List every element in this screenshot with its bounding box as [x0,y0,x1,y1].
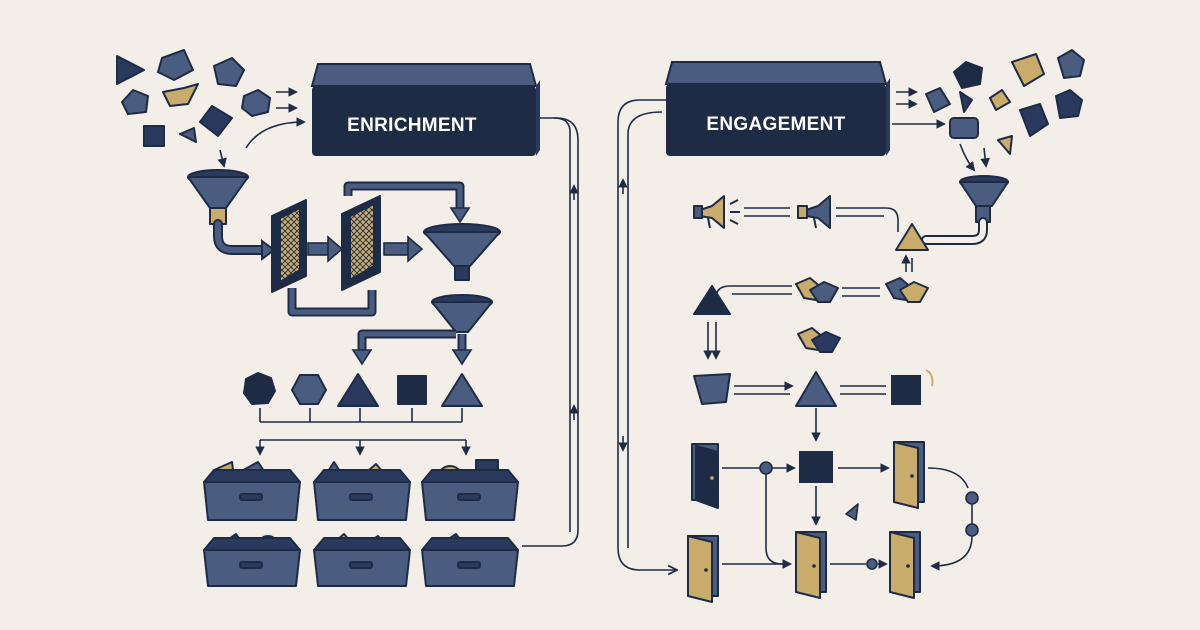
handshake-icon [795,277,839,303]
filter-screen-icon [341,195,381,291]
flow-arrow [383,235,424,263]
triangle-shape-icon [441,373,483,407]
triangle-shape-icon [845,503,859,521]
connector-node [965,523,979,537]
shape-fragment-icon [1057,49,1085,79]
shape-fragment-icon [121,89,149,115]
storage-bin-icon [421,533,519,587]
shape-fragment-icon [179,127,197,143]
funnel-icon [423,223,501,281]
funnel-icon [431,294,493,333]
door-icon [795,531,827,599]
shape-fragment-icon [997,135,1013,155]
enrichment-label: ENRICHMENT [347,115,477,136]
shape-fragment-icon [959,91,973,113]
storage-bin-icon [313,461,411,521]
shape-fragment-icon [143,125,165,147]
door-icon [889,531,921,599]
square-shape-icon [891,375,921,405]
door-icon [687,535,719,603]
flow-lines [744,207,899,232]
shape-fragment-icon [199,105,233,137]
door-icon [691,443,719,509]
shape-fragment-icon [162,83,199,107]
storage-bins [203,459,519,587]
flow-lines [703,322,721,360]
storage-bin-icon [313,533,411,587]
shape-fragment-icon [989,89,1011,111]
flow-arrow [307,235,344,263]
shape-fragment-icon [949,117,979,139]
triangle-shape-icon [795,371,837,407]
input-arrows-left [217,87,306,168]
handshake-icon [797,327,841,353]
shape-fragment-icon [1019,103,1049,137]
engagement-label: ENGAGEMENT [706,114,845,135]
triangle-shape-icon [895,223,929,251]
triangle-shape-icon [337,373,379,407]
funnel-icon [187,169,249,225]
split-pipe [357,329,456,352]
shape-fragment-icon [157,49,194,81]
input-shapes-right [925,49,1085,155]
sorted-shapes-row [243,372,483,407]
storage-bin-icon [203,533,301,587]
storage-bin-icon [203,461,301,521]
door-icon [893,441,925,509]
distribution-lines [255,408,471,456]
shape-fragment-icon [1011,53,1045,87]
megaphone-icon [797,195,831,229]
shape-fragment-icon [116,55,145,85]
storage-bin-icon [421,459,519,521]
heptagon-shape-icon [243,372,276,405]
triangle-shape-icon [693,285,731,315]
megaphone-icon [693,195,740,229]
connector-node [965,491,979,505]
shape-fragment-icon [1055,89,1083,119]
input-arrows-right [892,87,990,172]
connector-node [759,461,773,475]
square-shape-icon [799,451,833,483]
hexagon-shape-icon [291,374,327,405]
door-network [687,441,979,603]
handshake-icon [885,277,929,303]
filter-screen-icon [271,199,307,293]
shape-fragment-icon [213,57,245,87]
funnel-icon [959,175,1009,223]
input-shapes-left [116,49,271,147]
shape-fragment-icon [693,373,731,405]
flow-lines [734,381,886,442]
return-pipe [287,288,377,317]
center-connectors [522,99,676,570]
enrichment-stage-box: ENRICHMENT [310,63,540,156]
square-shape-icon [397,375,427,405]
shape-fragment-icon [241,89,271,117]
engagement-stage-box: ENGAGEMENT [664,61,890,156]
connector-node [866,558,878,570]
shape-fragment-icon [953,61,983,89]
shape-fragment-icon [925,87,951,113]
